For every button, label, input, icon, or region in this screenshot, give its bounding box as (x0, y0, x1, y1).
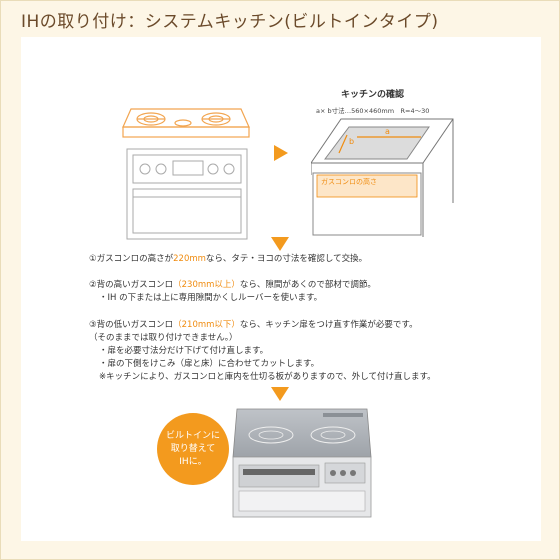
kitchen-check-title: キッチンの確認 (341, 90, 405, 100)
arrow-down-icon (271, 237, 289, 251)
gas-stove-height-label: ガスコンロの高さ (321, 178, 377, 186)
instruction-2-sub: ・IH の下または上に専用隙間かくしルーバーを使います。 (99, 293, 323, 303)
ih-cooktop-illustration (232, 408, 372, 518)
kitchen-check-spec: a× b寸法…560×460mm R=4～30 (316, 107, 430, 115)
dimension-a-label: a (385, 127, 390, 136)
arrow-down-icon (271, 387, 289, 401)
instruction-3-note: （そのままでは取り付けできません。） (89, 333, 238, 343)
gas-stove-illustration (122, 108, 250, 240)
instruction-3-sub-2: ・扉の下側をけこみ（扉と床）に合わせてカットします。 (99, 359, 320, 369)
page-title: IHの取り付け：システムキッチン(ビルトインタイプ) (21, 12, 439, 32)
arrow-right-icon (274, 145, 288, 161)
instruction-3: ③背の低いガスコンロ（210mm以下）なら、キッチン扉をつけ直す作業が必要です。 (89, 320, 418, 330)
instruction-3-sub-1: ・扉を必要寸法分だけ下げて付け直します。 (99, 346, 269, 356)
instruction-2: ②背の高いガスコンロ（230mm以上）なら、隙間があくので部材で調節。 (89, 280, 376, 290)
badge-line-2: 取り替えて (170, 443, 216, 454)
instruction-1: ①ガスコンロの高さが220mmなら、タテ・ヨコの寸法を確認して交換。 (89, 254, 368, 264)
builtin-badge: ビルトインに 取り替えて IHに。 (157, 413, 229, 485)
kitchen-counter-illustration (311, 118, 454, 237)
content-panel: キッチンの確認 a× b寸法…560×460mm R=4～30 a b ガスコン… (21, 37, 541, 541)
dimension-b-label: b (349, 137, 355, 146)
badge-line-3: IHに。 (179, 456, 207, 467)
badge-line-1: ビルトインに (165, 430, 220, 441)
instruction-3-sub-3: ※キッチンにより、ガスコンロと庫内を仕切る板がありますので、外して付け直します。 (99, 372, 436, 382)
